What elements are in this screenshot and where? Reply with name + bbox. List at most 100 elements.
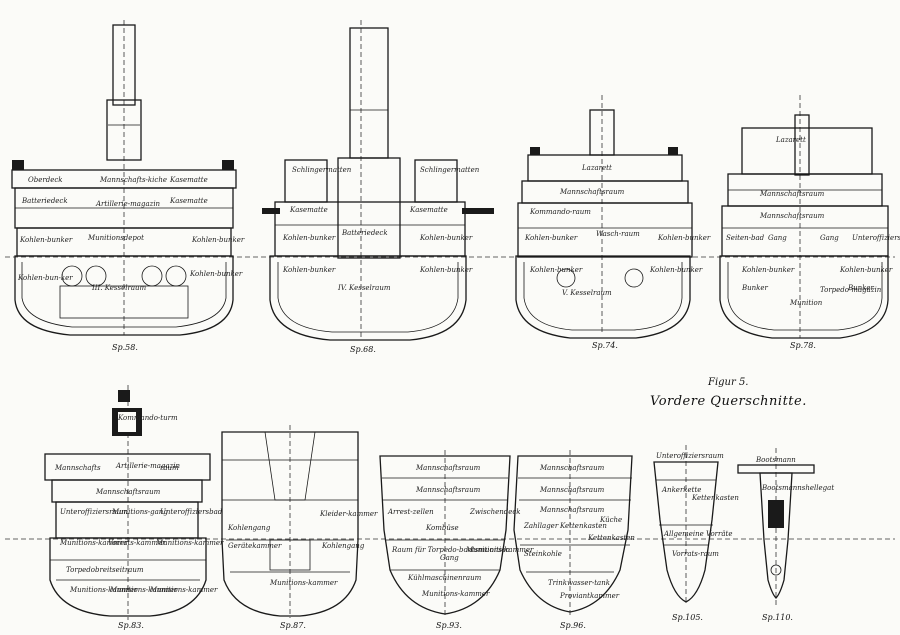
label: Gang xyxy=(820,234,839,242)
label: Raum für Torpedo-bootsmunition xyxy=(391,546,510,554)
label: Munitionsdepot xyxy=(87,234,144,242)
label: Kettenkasten xyxy=(559,522,607,530)
label: Bunker xyxy=(741,284,769,292)
label: Mannschaftsraum xyxy=(559,188,625,196)
section-sp74: Lazarett Mannschaftsraum Kommando-raum W… xyxy=(515,95,711,350)
caption-sp78: Sp.78. xyxy=(790,341,816,350)
label: Kohlen-bun-ker xyxy=(17,274,73,282)
label: Unteroffiziersbad xyxy=(160,508,223,516)
label: Munitions-kammer xyxy=(149,586,218,594)
label: Steinkohle xyxy=(524,550,562,558)
label: Mannschaftsraum xyxy=(539,486,605,494)
label: Lazarett xyxy=(581,164,612,172)
figure-label: Figur 5. xyxy=(707,377,748,388)
label: Kasematte xyxy=(169,197,208,205)
label: Wasch-raum xyxy=(596,230,640,238)
label: Kühlmaschinenraum xyxy=(407,574,482,582)
section-sp93: Mannschaftsraum Mannschaftsraum Arrest-z… xyxy=(379,450,534,630)
label: Küche xyxy=(599,516,622,524)
label: Kombüse xyxy=(425,524,459,532)
label: Munitions-kammer xyxy=(109,586,178,594)
label: Artillerie-magazin xyxy=(95,200,161,208)
label: Kohlen-bunker xyxy=(282,234,336,242)
label: Kohlen-bunker xyxy=(657,234,711,242)
label: Gang xyxy=(768,234,787,242)
caption-sp83: Sp.83. xyxy=(118,621,144,630)
label: Mannschaftsraum xyxy=(95,488,161,496)
label: Kohlen-bunker xyxy=(191,236,245,244)
label: Allgemeine Vorräte xyxy=(663,530,733,538)
label: Mannschaftsraum xyxy=(539,464,605,472)
label: Bootsmannshellegat xyxy=(761,484,834,492)
label: Mannschafts xyxy=(54,464,101,472)
label: Mannschaftsraum xyxy=(759,190,825,198)
label: Kohlen-bunker xyxy=(741,266,795,274)
label: Mannschaftsraum xyxy=(539,506,605,514)
label: Kommando-turm xyxy=(117,414,178,422)
label: Mannschafts-kiche xyxy=(99,176,167,184)
label: Kohlen-bunker xyxy=(19,236,73,244)
label: Torpedobreitseitraum xyxy=(66,566,144,574)
section-sp105: Unteroffiziersraum Ankerkette Kettenkast… xyxy=(653,445,739,622)
caption-sp110: Sp.110. xyxy=(762,613,793,622)
label: Gerätekammer xyxy=(228,542,282,550)
label: III. Kesselraum xyxy=(91,284,147,292)
label: Unteroffiziersraum xyxy=(656,452,724,460)
caption-sp74: Sp.74. xyxy=(592,341,618,350)
label: Munitions-kammer xyxy=(465,546,534,554)
label: Munitions-gang xyxy=(111,508,168,516)
label: Kleider-kammer xyxy=(319,510,378,518)
caption-sp58: Sp.58. xyxy=(112,343,138,352)
label: IV. Kesselraum xyxy=(337,284,391,292)
label: Kohlen-bunker xyxy=(419,234,473,242)
label: Proviantkammer xyxy=(559,592,620,600)
section-sp110: Bootsmann Bootsmannshellegat Sp.110. xyxy=(737,448,834,622)
label: Arrest-zellen xyxy=(387,508,434,516)
label: Munitions-kammer xyxy=(69,586,138,594)
label: Kommando-raum xyxy=(529,208,591,216)
label: Kohlen-bunker xyxy=(189,270,243,278)
label: Vorrats-kammer xyxy=(108,539,166,547)
label: Kettenkasten xyxy=(587,534,635,542)
section-sp68: Schlingermatten Schlingermatten Kasematt… xyxy=(262,20,494,354)
caption-sp96: Sp.96. xyxy=(560,621,586,630)
label: V. Kesselraum xyxy=(562,289,612,297)
label: Oberdeck xyxy=(28,176,63,184)
caption-sp93: Sp.93. xyxy=(436,621,462,630)
label: Kohlen-bunker xyxy=(419,266,473,274)
label: Mannschaftsraum xyxy=(759,212,825,220)
label: Kohlengang xyxy=(321,542,365,550)
label: Mannschaftsraum xyxy=(415,464,481,472)
label: Kohlen-bunker xyxy=(839,266,893,274)
label: Munitions-kammer xyxy=(59,539,128,547)
label: Kohlen-bunker xyxy=(649,266,703,274)
label: Munitions-kammer xyxy=(421,590,490,598)
label: Unteroffiziersraum xyxy=(60,508,128,516)
label: Munition xyxy=(789,299,823,307)
label: Kasematte xyxy=(289,206,328,214)
label: Kasematte xyxy=(409,206,448,214)
caption-sp68: Sp.68. xyxy=(350,345,376,354)
label: Bootsmann xyxy=(755,456,796,464)
section-sp78: Lazarett Mannschaftsraum Mannschaftsraum… xyxy=(719,95,900,350)
figure-title: Vordere Querschnitte. xyxy=(650,394,807,409)
label: Kohlen-bunker xyxy=(282,266,336,274)
label: Trinkwasser-tank xyxy=(548,579,610,587)
label: Bunker xyxy=(847,284,875,292)
label: Seiten-bad xyxy=(726,234,765,242)
label: Mannschaftsraum xyxy=(415,486,481,494)
label: Unteroffiziersbad xyxy=(852,234,900,242)
caption-sp87: Sp.87. xyxy=(280,621,306,630)
label: Torpedo-magazin xyxy=(820,286,882,294)
label: Munitions-kammer xyxy=(155,539,224,547)
label: Schlingermatten xyxy=(420,166,480,174)
label: Lazarett xyxy=(775,136,806,144)
label: Kohlen-bunker xyxy=(524,234,578,242)
label: Ankerkette xyxy=(661,486,701,494)
label: Kohlengang xyxy=(227,524,271,532)
section-sp87: Kohlengang Kleider-kammer Gerätekammer K… xyxy=(221,425,378,630)
section-sp96: Mannschaftsraum Mannschaftsraum Mannscha… xyxy=(513,450,635,630)
label: Zahllager xyxy=(523,522,559,530)
